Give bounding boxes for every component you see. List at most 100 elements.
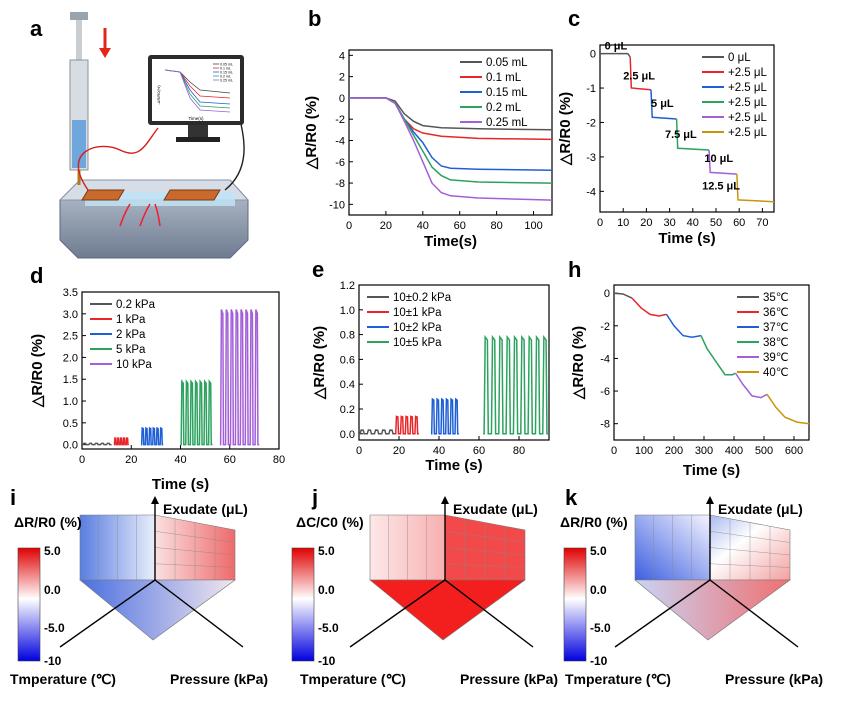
y-tick-label: 1.5 xyxy=(63,374,78,386)
series-line-5 xyxy=(736,174,775,203)
panel-letter-i: i xyxy=(10,485,16,510)
y-tick-label: 2.0 xyxy=(63,352,78,364)
x-tick-label: 0 xyxy=(356,445,362,457)
legend-entry: 37℃ xyxy=(763,322,789,334)
y-tick-label: 1.0 xyxy=(63,396,78,408)
panel-letter-c: c xyxy=(568,6,580,31)
x-axis-label: Time (s) xyxy=(658,230,715,247)
monitor-legend-text: 0.05 mL xyxy=(220,63,233,67)
grid-line xyxy=(709,547,791,556)
y-tick-label: 0.5 xyxy=(63,418,78,430)
series-line-1 xyxy=(631,297,667,317)
y-tick-label: 0.8 xyxy=(340,330,355,342)
x-axis-label: Time(s) xyxy=(424,233,477,250)
legend: 35℃36℃37℃38℃39℃40℃ xyxy=(737,292,789,379)
y-tick-label: 3.0 xyxy=(63,309,78,321)
y-tick-label: -8 xyxy=(600,419,610,431)
plot-frame xyxy=(81,291,280,450)
legend-entry: +2.5 μL xyxy=(728,112,768,124)
y-tick-label: -2 xyxy=(335,114,345,126)
y-axis-label: Pressure (kPa) xyxy=(725,671,823,687)
x-axis-label: Time (s) xyxy=(152,476,209,493)
x-tick-label: 30 xyxy=(663,217,675,229)
step-annotation: 2.5 μL xyxy=(623,70,655,82)
y-axis-label: Pressure (kPa) xyxy=(460,671,558,687)
legend-entry: 1 kPa xyxy=(116,314,146,326)
legend-entry: 0.2 mL xyxy=(486,102,522,114)
monitor-xlabel: Time(s) xyxy=(188,116,204,121)
y-tick-label: -4 xyxy=(586,186,596,198)
series-line-3 xyxy=(675,118,710,151)
x-tick-label: 80 xyxy=(491,220,503,232)
x-tick-label: 40 xyxy=(687,217,699,229)
y-tick-label: 0.2 xyxy=(340,404,355,416)
colorbar-tick-label: 5.0 xyxy=(590,544,607,558)
legend-entry: 0.05 mL xyxy=(486,57,528,69)
legend-entry: 5 kPa xyxy=(116,344,146,356)
monitor-legend-text: 0.25 mL xyxy=(220,79,233,83)
colorbar-label: ΔC/C0 (%) xyxy=(296,514,364,530)
plot-frame xyxy=(599,44,775,213)
y-axis-line xyxy=(154,579,244,648)
step-annotation: 12.5 μL xyxy=(702,181,740,193)
y-tick-label: -1 xyxy=(586,83,596,95)
grid-line xyxy=(444,547,526,556)
series-line-2 xyxy=(650,89,677,120)
colorbar-tick-label: 5.0 xyxy=(44,544,61,558)
legend-entry: 0 μL xyxy=(728,52,751,64)
x-tick-label: 0 xyxy=(79,454,85,466)
colorbar-tick-label: -10 xyxy=(44,654,62,668)
legend-entry: 0.2 kPa xyxy=(116,299,156,311)
x-tick-label: 300 xyxy=(695,445,713,457)
series-line-4 xyxy=(219,309,260,446)
x-tick-label: 200 xyxy=(665,445,683,457)
x-tick-label: 10 xyxy=(617,217,629,229)
x-tick-label: 20 xyxy=(125,454,137,466)
colorbar xyxy=(17,547,41,662)
x-tick-label: 20 xyxy=(393,445,405,457)
y-tick-label: -4 xyxy=(335,135,345,147)
legend: 0.05 mL0.1 mL0.15 mL0.2 mL0.25 mL xyxy=(460,57,528,129)
legend-entry: 10±1 kPa xyxy=(393,307,442,319)
y-tick-label: 0 xyxy=(339,93,345,105)
step-annotation: 7.5 μL xyxy=(665,129,697,141)
panel-letter-e: e xyxy=(312,257,324,282)
y-axis-label: △R/R0 (%) xyxy=(311,326,328,400)
x-tick-label: 40 xyxy=(174,454,186,466)
y-tick-label: 1.2 xyxy=(340,280,355,292)
series-line-4 xyxy=(349,97,553,201)
plot-frame xyxy=(358,284,550,441)
y-axis-label: △R/R0 (%) xyxy=(570,326,587,400)
legend-entry: 0.15 mL xyxy=(486,87,528,99)
series-line-2 xyxy=(665,313,702,338)
y-tick-label: -6 xyxy=(335,157,345,169)
legend-entry: 39℃ xyxy=(763,352,789,364)
x-tick-label: 0 xyxy=(611,445,617,457)
x-tick-label: 70 xyxy=(756,217,768,229)
x-tick-label: 600 xyxy=(785,445,803,457)
y-tick-label: 3.5 xyxy=(63,287,78,299)
panel-letter-a: a xyxy=(30,16,43,41)
panel-letter-b: b xyxy=(308,6,321,31)
grid-line xyxy=(154,547,236,556)
series-line-3 xyxy=(483,334,549,435)
y-axis-label: △R/R0 (%) xyxy=(303,96,320,170)
legend-entry: 0.25 mL xyxy=(486,117,528,129)
y-tick-label: -3 xyxy=(586,152,596,164)
y-tick-label: 0.0 xyxy=(340,429,355,441)
legend-entry: 2 kPa xyxy=(116,329,146,341)
x-tick-label: 60 xyxy=(454,220,466,232)
y-tick-label: 0 xyxy=(604,288,610,300)
x-axis-line xyxy=(349,579,446,648)
cube-face-bottom xyxy=(79,579,236,641)
z-axis-label: Exudate (μL) xyxy=(163,501,248,517)
series-line-4 xyxy=(734,372,768,399)
colorbar-tick-label: -5.0 xyxy=(318,621,339,635)
heatmap-k: Exudate (μL)Tmperature (℃)Pressure (kPa)… xyxy=(560,496,823,687)
